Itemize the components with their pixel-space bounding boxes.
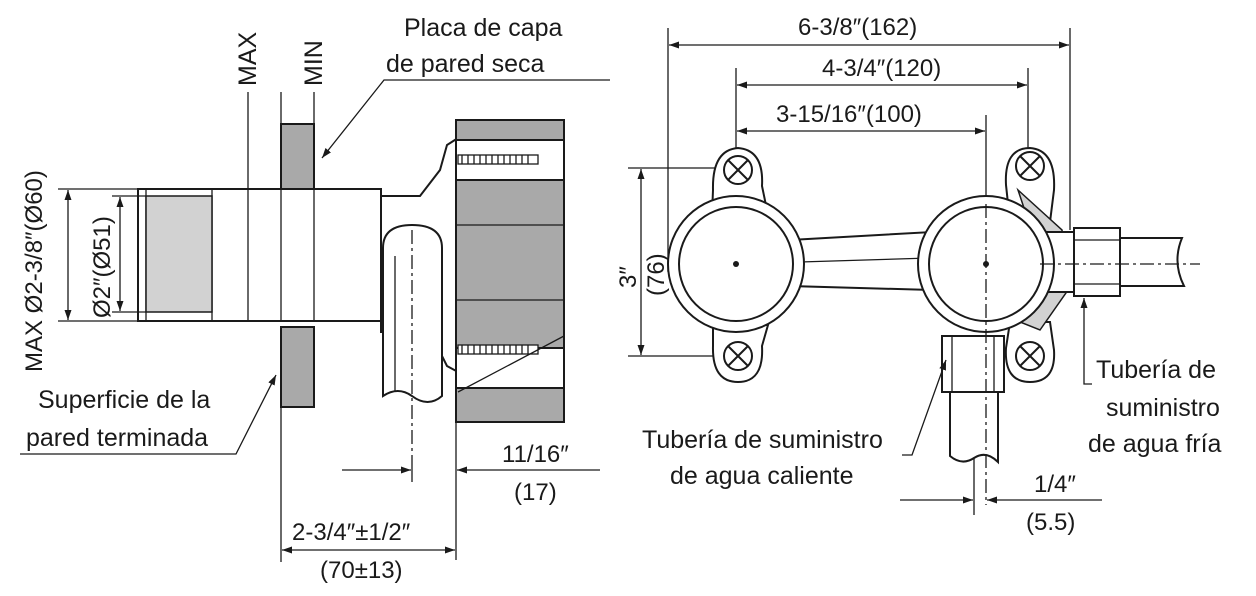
drywall-plate-label-line2: de pared seca	[386, 50, 545, 78]
hot-supply-nut	[941, 335, 1005, 393]
offset-dim-bottom: (5.5)	[1026, 509, 1075, 536]
finished-wall-leader	[20, 374, 277, 455]
min-label: MIN	[300, 40, 328, 86]
range-dim-top: 2-3/4″±1/2″	[292, 519, 411, 546]
cold-supply-leader	[1080, 298, 1092, 385]
connecting-bar	[789, 230, 933, 292]
hot-supply-label-line2: de agua caliente	[670, 462, 853, 490]
hot-supply-pipe	[949, 391, 999, 465]
max-diameter-label: MAX Ø2-3/8″(Ø60)	[21, 170, 48, 372]
cold-supply-label-line2: suministro	[1106, 394, 1220, 422]
total-width-label: 6-3/8″(162)	[798, 14, 917, 41]
max-label: MAX	[234, 32, 262, 87]
sleeve-inner-face	[145, 195, 213, 313]
side-view: MAX MIN Placa de capa de pared seca Supe…	[20, 14, 610, 584]
drywall-plate-label-line1: Placa de capa	[404, 14, 563, 42]
drywall-plate-leader	[321, 79, 610, 159]
mount-width-label: 4-3/4″(120)	[822, 55, 941, 82]
finished-wall-label-line1: Superficie de la	[38, 386, 210, 414]
center-width-label: 3-15/16″(100)	[776, 101, 922, 128]
hot-supply-leader	[902, 359, 947, 456]
cold-supply-nut	[1073, 227, 1121, 297]
front-view: 6-3/8″(162) 4-3/4″(120) 3-15/16″(100) 3″…	[615, 14, 1222, 536]
range-dim-bottom: (70±13)	[320, 557, 403, 584]
cold-supply-label-line3: de agua fría	[1088, 430, 1222, 458]
finished-wall-plate-lower	[280, 326, 315, 408]
offset-dim-top: 1/4″	[1034, 471, 1076, 498]
depth-dim-bottom: (17)	[514, 479, 557, 506]
height-dim-top: 3″	[615, 266, 642, 288]
finished-wall-plate	[280, 123, 315, 190]
cold-supply-label-line1: Tubería de	[1096, 356, 1216, 384]
height-dim-bottom: (76)	[643, 253, 670, 296]
hot-supply-label-line1: Tubería de suministro	[642, 426, 883, 454]
ear-screw-icon	[723, 151, 1045, 371]
finished-wall-label-line2: pared terminada	[26, 424, 208, 452]
depth-dim-top: 11/16″	[502, 441, 569, 468]
cold-supply-pipe	[1119, 237, 1186, 287]
inner-diameter-label: Ø2″(Ø51)	[89, 216, 116, 318]
